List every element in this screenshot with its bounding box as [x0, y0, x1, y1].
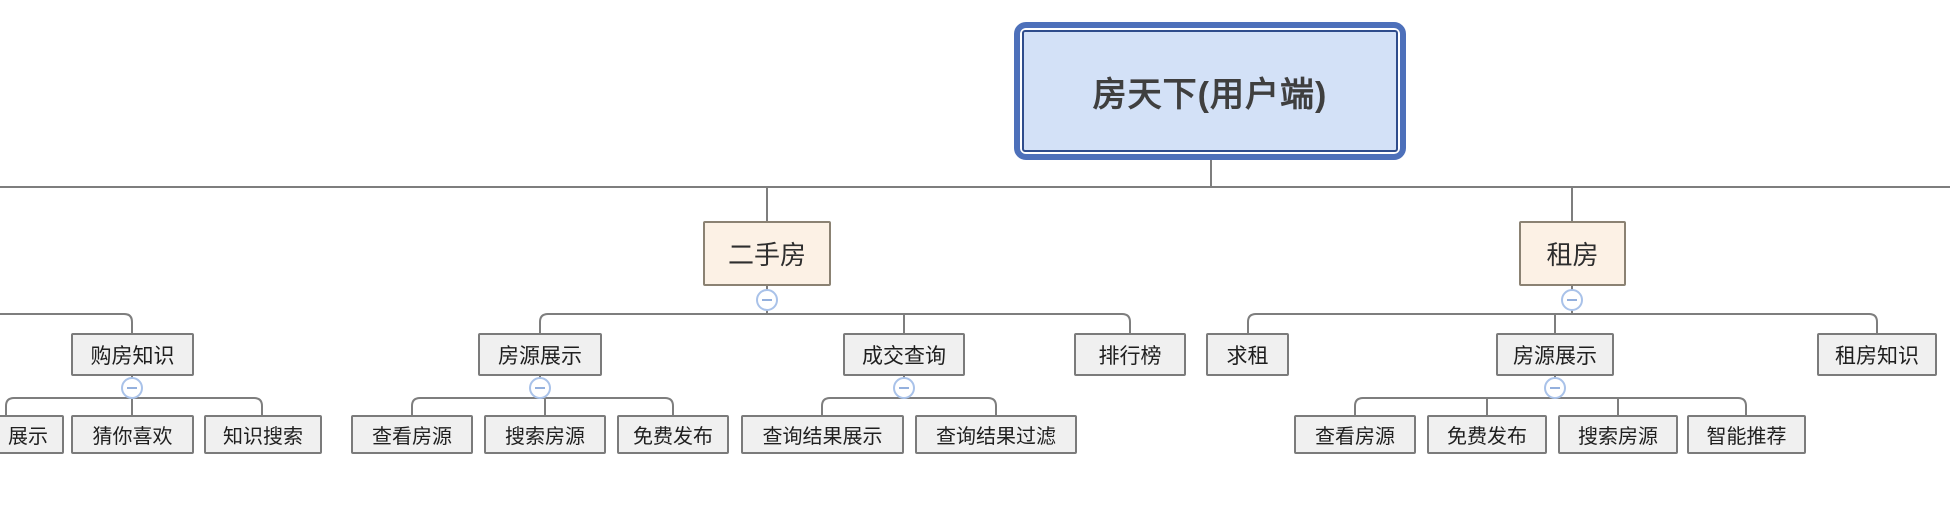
node-display-partial[interactable]: 展示	[0, 415, 64, 454]
collapse-icon-secondhand[interactable]	[756, 289, 778, 311]
collapse-icon-listing-display-secondhand[interactable]	[529, 377, 551, 399]
branch-renting[interactable]: 租房	[1519, 221, 1626, 286]
node-rent-seeking[interactable]: 求租	[1206, 333, 1289, 376]
minus-icon	[899, 387, 909, 389]
node-renting-knowledge[interactable]: 租房知识	[1817, 333, 1937, 376]
root-node-label: 房天下(用户端)	[1022, 30, 1398, 152]
minus-icon	[1567, 299, 1577, 301]
node-purchase-knowledge[interactable]: 购房知识	[71, 333, 194, 376]
minus-icon	[1550, 387, 1560, 389]
node-smart-recommend[interactable]: 智能推荐	[1687, 415, 1806, 454]
node-listing-display-secondhand[interactable]: 房源展示	[478, 333, 602, 376]
branch-secondhand-housing[interactable]: 二手房	[703, 221, 831, 286]
node-query-result-display[interactable]: 查询结果展示	[741, 415, 904, 454]
node-guess-you-like[interactable]: 猜你喜欢	[71, 415, 194, 454]
node-search-listings-renting[interactable]: 搜索房源	[1558, 415, 1678, 454]
node-view-listings-secondhand[interactable]: 查看房源	[351, 415, 473, 454]
node-free-publish-secondhand[interactable]: 免费发布	[617, 415, 729, 454]
collapse-icon-transaction-query[interactable]	[893, 377, 915, 399]
node-transaction-query[interactable]: 成交查询	[843, 333, 965, 376]
minus-icon	[762, 299, 772, 301]
node-query-result-filter[interactable]: 查询结果过滤	[915, 415, 1077, 454]
minus-icon	[127, 387, 137, 389]
collapse-icon-purchase-knowledge[interactable]	[121, 377, 143, 399]
node-ranking-list[interactable]: 排行榜	[1074, 333, 1186, 376]
root-node-fangtianxia[interactable]: 房天下(用户端)	[1014, 22, 1406, 160]
node-listing-display-renting[interactable]: 房源展示	[1496, 333, 1614, 376]
collapse-icon-renting[interactable]	[1561, 289, 1583, 311]
node-free-publish-renting[interactable]: 免费发布	[1427, 415, 1547, 454]
minus-icon	[535, 387, 545, 389]
node-view-listings-renting[interactable]: 查看房源	[1294, 415, 1416, 454]
node-knowledge-search[interactable]: 知识搜索	[204, 415, 322, 454]
collapse-icon-listing-display-renting[interactable]	[1544, 377, 1566, 399]
node-search-listings-secondhand[interactable]: 搜索房源	[484, 415, 606, 454]
